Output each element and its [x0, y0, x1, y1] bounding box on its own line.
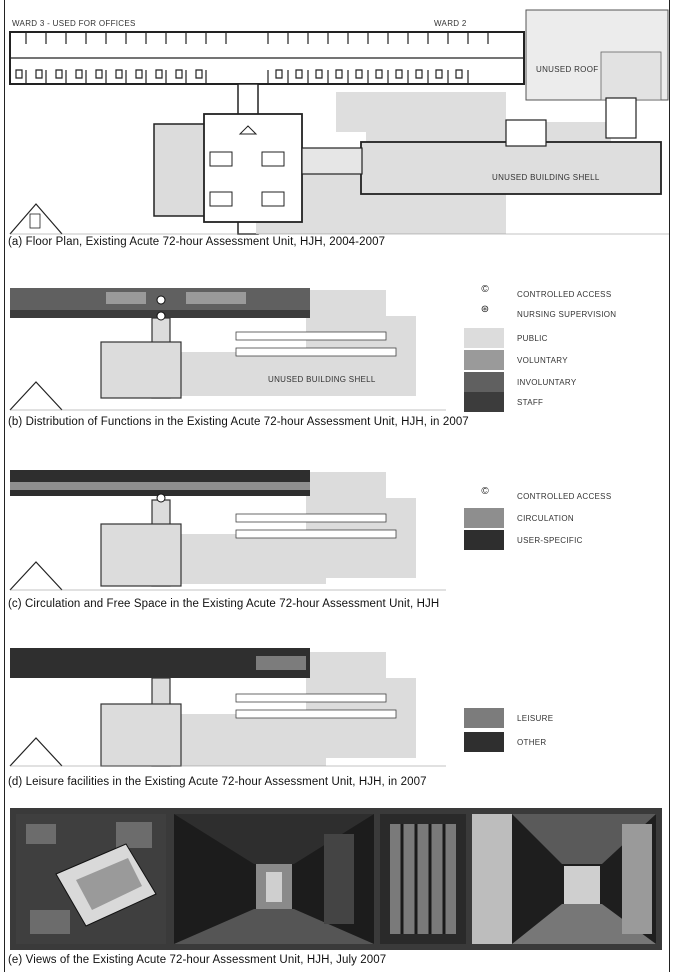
legend-label: PUBLIC — [517, 334, 548, 343]
label-unused-roof: UNUSED ROOF — [536, 65, 598, 74]
caption-d: (d) Leisure facilities in the Existing A… — [8, 776, 427, 788]
legend-public: PUBLIC — [461, 328, 669, 348]
legend-involuntary: INVOLUNTARY — [461, 372, 669, 392]
photo-strip — [10, 808, 662, 950]
leisure-plan — [9, 648, 446, 767]
legend-voluntary: VOLUNTARY — [461, 350, 669, 370]
public-swatch — [464, 328, 504, 348]
controlled-access-icon: © — [481, 284, 489, 295]
user-specific-swatch — [464, 530, 504, 550]
controlled-access-icon: © — [481, 486, 489, 497]
legend-label: CIRCULATION — [517, 514, 574, 523]
legend-circulation: CIRCULATION — [461, 508, 669, 528]
legend-label: OTHER — [517, 738, 547, 747]
caption-e: (e) Views of the Existing Acute 72-hour … — [8, 954, 387, 966]
legend-nursing-supervision: ⊛ NURSING SUPERVISION — [461, 304, 669, 324]
label-ward-2: WARD 2 — [434, 19, 467, 28]
distribution-plan: UNUSED BUILDING SHELL — [9, 288, 446, 411]
legend-leisure: LEISURE — [461, 708, 669, 728]
circulation-swatch — [464, 508, 504, 528]
label-unused-building-shell-b: UNUSED BUILDING SHELL — [268, 375, 376, 384]
hallway-photo — [472, 814, 656, 944]
legend-label: VOLUNTARY — [517, 356, 568, 365]
legend-other: OTHER — [461, 732, 669, 752]
circulation-plan — [9, 470, 446, 591]
legend-controlled-access: © CONTROLLED ACCESS — [461, 486, 669, 506]
aerial-photo — [16, 814, 166, 944]
label-unused-building-shell: UNUSED BUILDING SHELL — [492, 173, 600, 182]
leisure-swatch — [464, 708, 504, 728]
other-swatch — [464, 732, 504, 752]
legend-label: USER-SPECIFIC — [517, 536, 583, 545]
legend-label: INVOLUNTARY — [517, 378, 577, 387]
nursing-supervision-icon: ⊛ — [480, 304, 490, 315]
legend-label: LEISURE — [517, 714, 554, 723]
legend-label: CONTROLLED ACCESS — [517, 492, 612, 501]
legend-controlled-access: © CONTROLLED ACCESS — [461, 284, 669, 304]
legend-label: NURSING SUPERVISION — [517, 310, 617, 319]
secure-door-photo — [380, 814, 466, 944]
legend-user-specific: USER-SPECIFIC — [461, 530, 669, 550]
legend-label: STAFF — [517, 398, 544, 407]
figure-frame — [4, 0, 670, 972]
caption-c: (c) Circulation and Free Space in the Ex… — [8, 598, 440, 610]
voluntary-swatch — [464, 350, 504, 370]
involuntary-swatch — [464, 372, 504, 392]
panel-b-distribution: UNUSED BUILDING SHELL © CONTROLLED ACCES… — [6, 282, 669, 412]
caption-a: (a) Floor Plan, Existing Acute 72-hour A… — [8, 236, 386, 248]
legend-label: CONTROLLED ACCESS — [517, 290, 612, 299]
staff-swatch — [464, 392, 504, 412]
legend-staff: STAFF — [461, 392, 669, 412]
floor-plan-drawing: WARD 3 - USED FOR OFFICES WARD 2 UNUSED … — [9, 9, 669, 235]
label-ward-3: WARD 3 - USED FOR OFFICES — [12, 19, 136, 28]
panel-c-circulation: © CONTROLLED ACCESS CIRCULATION USER-SPE… — [6, 464, 669, 594]
caption-b: (b) Distribution of Functions in the Exi… — [8, 416, 469, 428]
panel-d-leisure: LEISURE OTHER — [6, 644, 669, 770]
corridor-photo — [174, 814, 374, 944]
panel-a-floor-plan: WARD 3 - USED FOR OFFICES WARD 2 UNUSED … — [6, 2, 669, 254]
